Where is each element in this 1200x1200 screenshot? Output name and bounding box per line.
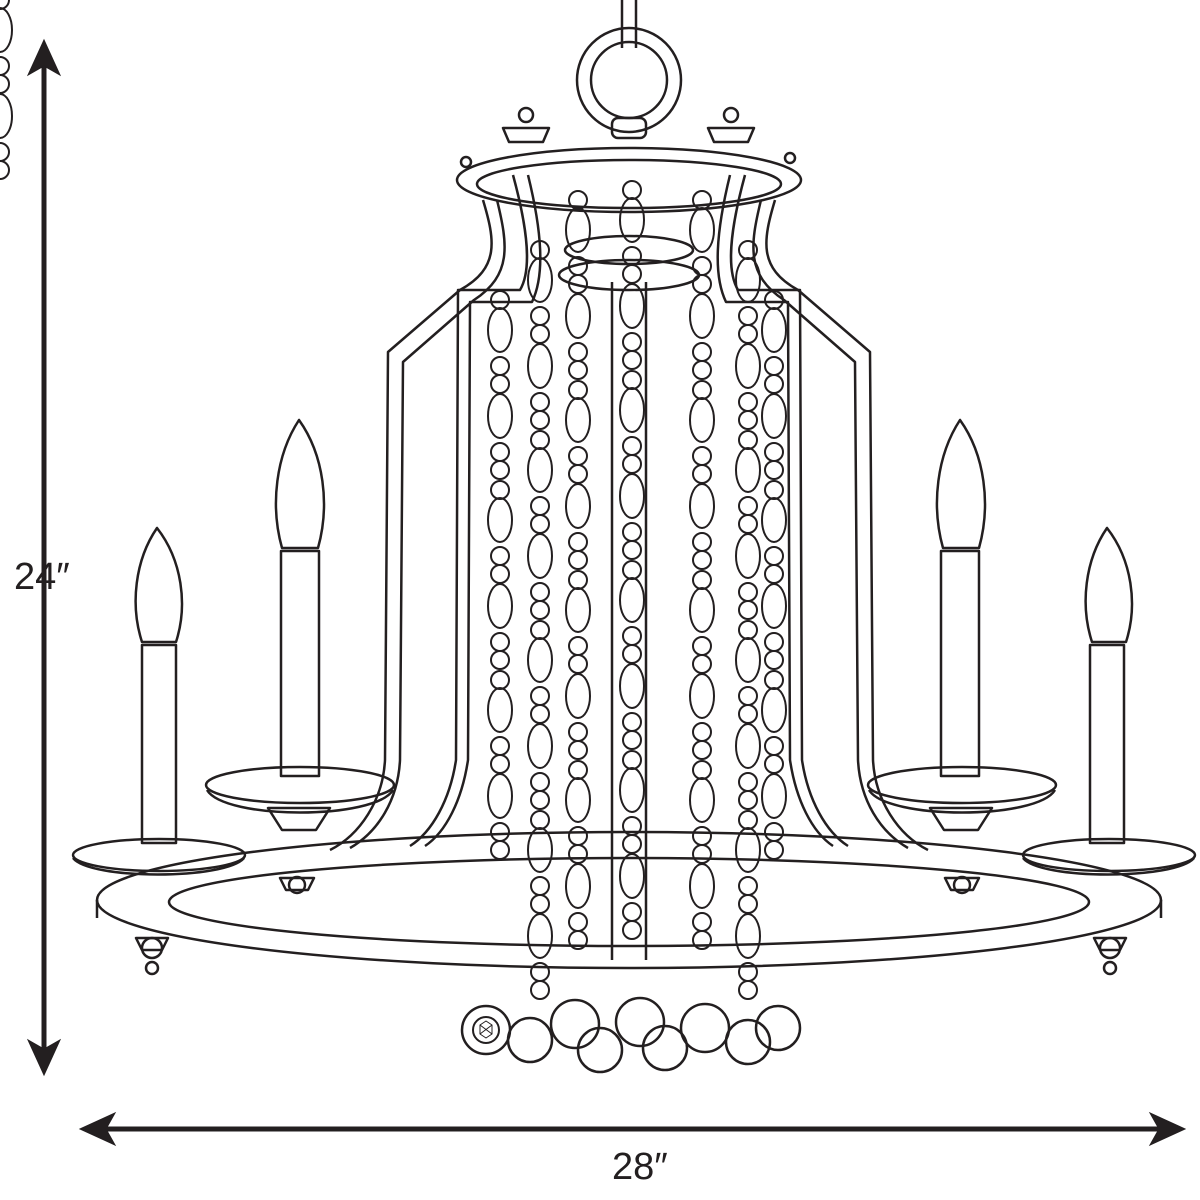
- crystal-drops: [460, 996, 802, 1074]
- chandelier-drawing: [0, 0, 1197, 1074]
- lower-ring: [95, 830, 1163, 970]
- cage-frame-right: [716, 174, 929, 852]
- candle-inner-left: [204, 418, 396, 895]
- width-dimension-arrow: [78, 1111, 1187, 1147]
- candle-far-right: [1021, 526, 1197, 976]
- width-dimension-label: 28″: [612, 1146, 668, 1188]
- hanging-loop: [575, 0, 683, 140]
- candle-inner-right: [866, 418, 1058, 895]
- bead-strands: [0, 0, 787, 1000]
- height-dimension-arrow: [26, 38, 62, 1077]
- inner-cylinder: [557, 258, 701, 960]
- candle-far-left: [71, 526, 247, 976]
- cage-frame-left: [329, 174, 542, 852]
- height-dimension-label: 24″: [14, 556, 70, 598]
- top-finials: [459, 106, 797, 169]
